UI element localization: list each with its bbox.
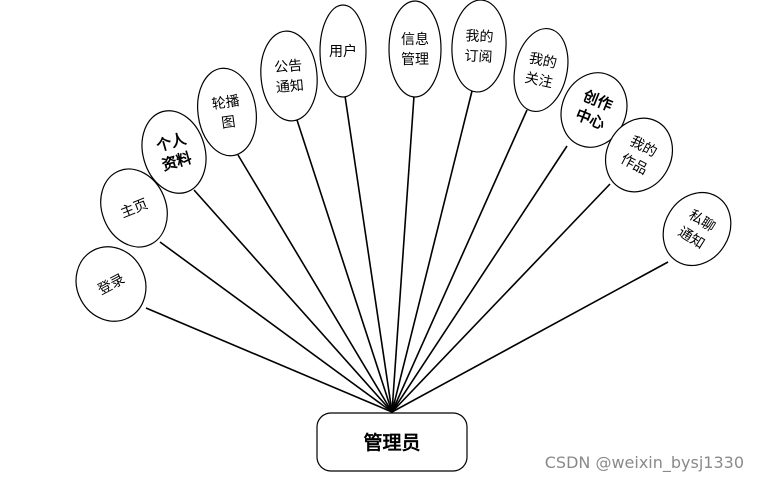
- root-node[interactable]: 管理员: [316, 412, 468, 472]
- edge-login: [145, 307, 393, 413]
- node-home-shape: [100, 168, 168, 248]
- node-user-label-0: 用户: [329, 43, 357, 60]
- edge-notice: [296, 119, 393, 413]
- node-notice-label-1: 通知: [275, 77, 304, 96]
- edge-follow: [391, 109, 528, 413]
- node-carousel-label-0: 轮播: [211, 93, 241, 113]
- node-user-shape: [319, 4, 367, 98]
- node-follow-label-0: 我的: [528, 50, 559, 71]
- nodes: 登录主页个人资料轮播图公告通知用户信息管理我的订阅我的关注创作中心我的作品私聊通…: [63, 0, 745, 333]
- node-works-shape: [604, 117, 674, 193]
- node-carousel-shape: [197, 67, 257, 157]
- edge-create: [391, 145, 568, 413]
- node-profile-shape: [141, 110, 207, 194]
- node-subscribe-shape: [451, 0, 507, 93]
- edges: [145, 90, 669, 413]
- root-label: 管理员: [363, 431, 420, 454]
- edge-subscribe: [391, 90, 473, 413]
- node-user[interactable]: 用户: [319, 4, 367, 98]
- node-notice-label-0: 公告: [274, 58, 303, 76]
- node-info-label-1: 管理: [401, 52, 429, 68]
- node-follow-shape: [513, 27, 569, 113]
- edge-works: [391, 183, 611, 413]
- node-carousel[interactable]: 轮播图: [192, 64, 262, 159]
- node-chat-shape: [662, 191, 732, 267]
- edge-carousel: [237, 154, 393, 413]
- node-info-label-0: 信息: [401, 31, 429, 48]
- node-subscribe-label-1: 订阅: [464, 48, 493, 65]
- edge-profile: [193, 189, 393, 413]
- watermark: CSDN @weixin_bysj1330: [545, 453, 744, 473]
- node-login[interactable]: 登录: [63, 234, 159, 333]
- root-box: [316, 412, 468, 472]
- node-home[interactable]: 主页: [89, 159, 178, 257]
- node-subscribe-label-0: 我的: [465, 28, 494, 45]
- node-login-shape: [75, 246, 147, 322]
- edge-user: [344, 95, 393, 413]
- node-info-shape: [388, 0, 442, 98]
- edge-chat: [391, 261, 669, 413]
- edge-home: [159, 241, 393, 413]
- node-notice-shape: [260, 30, 318, 122]
- node-follow-label-1: 关注: [523, 70, 554, 91]
- edge-info: [391, 95, 415, 413]
- node-create-shape: [560, 72, 628, 148]
- node-carousel-label-1: 图: [220, 114, 236, 132]
